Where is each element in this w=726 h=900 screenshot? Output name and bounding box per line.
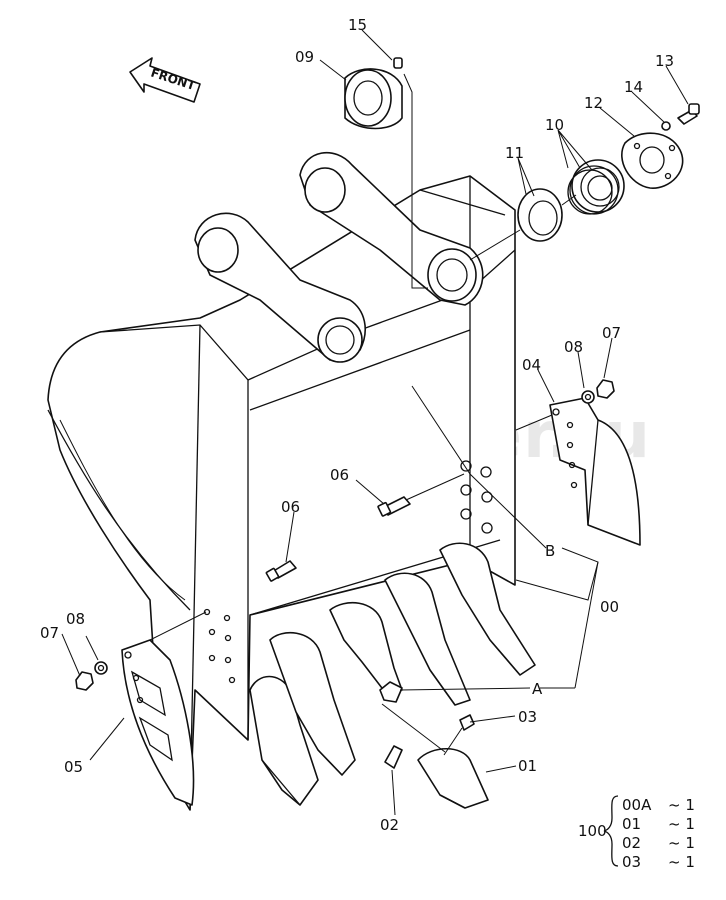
part-10-shims xyxy=(567,159,625,215)
adapter-lock-detail xyxy=(379,681,403,703)
callout-11: 11 xyxy=(505,144,524,162)
callout-00: 00 xyxy=(600,598,619,616)
kit-row-2-part: 02 xyxy=(622,834,641,852)
kit-row-1-part: 01 xyxy=(622,815,641,833)
part-09-bushing xyxy=(344,68,403,130)
callout-08-left: 08 xyxy=(66,610,85,628)
bolt-holes-right xyxy=(460,460,493,534)
part-13-bolt xyxy=(677,103,700,125)
callout-10: 10 xyxy=(545,116,564,134)
callout-14: 14 xyxy=(624,78,643,96)
callout-03: 03 xyxy=(518,708,537,726)
kit-brace xyxy=(603,795,619,867)
part-11-shim-ring xyxy=(517,188,563,242)
bucket-body xyxy=(47,175,516,811)
part-07-nut-left xyxy=(75,671,94,691)
part-06-bolt-b xyxy=(265,560,297,582)
callout-07-right: 07 xyxy=(602,324,621,342)
kit-row-3-qty: ~ 1 xyxy=(668,853,695,871)
kit-100-composition: 100 00A ~ 1 01 ~ 1 02 ~ 1 03 ~ 1 xyxy=(578,795,695,871)
callout-A: A xyxy=(532,680,543,698)
kit-row-0-qty: ~ 1 xyxy=(668,796,695,814)
bolt-holes-left xyxy=(203,608,236,684)
kit-number: 100 xyxy=(578,822,607,840)
kit-row-2-qty: ~ 1 xyxy=(668,834,695,852)
front-arrow-icon: FRONT xyxy=(129,57,201,103)
pin-bracket-left xyxy=(194,212,366,363)
part-02-pin xyxy=(384,745,403,769)
tooth-adapters xyxy=(249,542,536,806)
callout-12: 12 xyxy=(584,94,603,112)
part-12-plate xyxy=(621,132,684,189)
kit-row-0-part: 00A xyxy=(622,796,652,814)
part-06-bolt-a xyxy=(377,496,411,517)
callout-05: 05 xyxy=(64,758,83,776)
callout-06-a: 06 xyxy=(330,466,349,484)
part-15-pin xyxy=(393,57,403,69)
leader-lines xyxy=(61,29,689,816)
part-14-washer xyxy=(661,121,671,131)
callout-01: 01 xyxy=(518,757,537,775)
callout-02: 02 xyxy=(380,816,399,834)
part-05-side-cutter-left xyxy=(121,639,195,806)
part-08-washer-right xyxy=(581,390,595,404)
callout-07-left: 07 xyxy=(40,624,59,642)
callout-13: 13 xyxy=(655,52,674,70)
callout-06-b: 06 xyxy=(281,498,300,516)
part-01-tooth-point xyxy=(417,748,489,809)
part-07-nut-right xyxy=(596,379,615,399)
callout-15: 15 xyxy=(348,16,367,34)
callout-09: 09 xyxy=(295,48,314,66)
part-08-washer-left xyxy=(94,661,108,675)
callout-B: B xyxy=(545,542,555,560)
part-03-lock xyxy=(459,714,475,731)
kit-row-1-qty: ~ 1 xyxy=(668,815,695,833)
kit-row-3-part: 03 xyxy=(622,853,641,871)
callout-labels: 15 09 13 14 12 10 11 07 08 04 06 06 B 00… xyxy=(40,16,674,834)
centerline-pin xyxy=(469,229,521,261)
callout-04: 04 xyxy=(522,356,541,374)
part-04-side-cutter-right xyxy=(549,397,641,546)
leader-09-to-boss xyxy=(403,73,428,289)
pin-bracket-right xyxy=(299,151,484,306)
callout-08-right: 08 xyxy=(564,338,583,356)
